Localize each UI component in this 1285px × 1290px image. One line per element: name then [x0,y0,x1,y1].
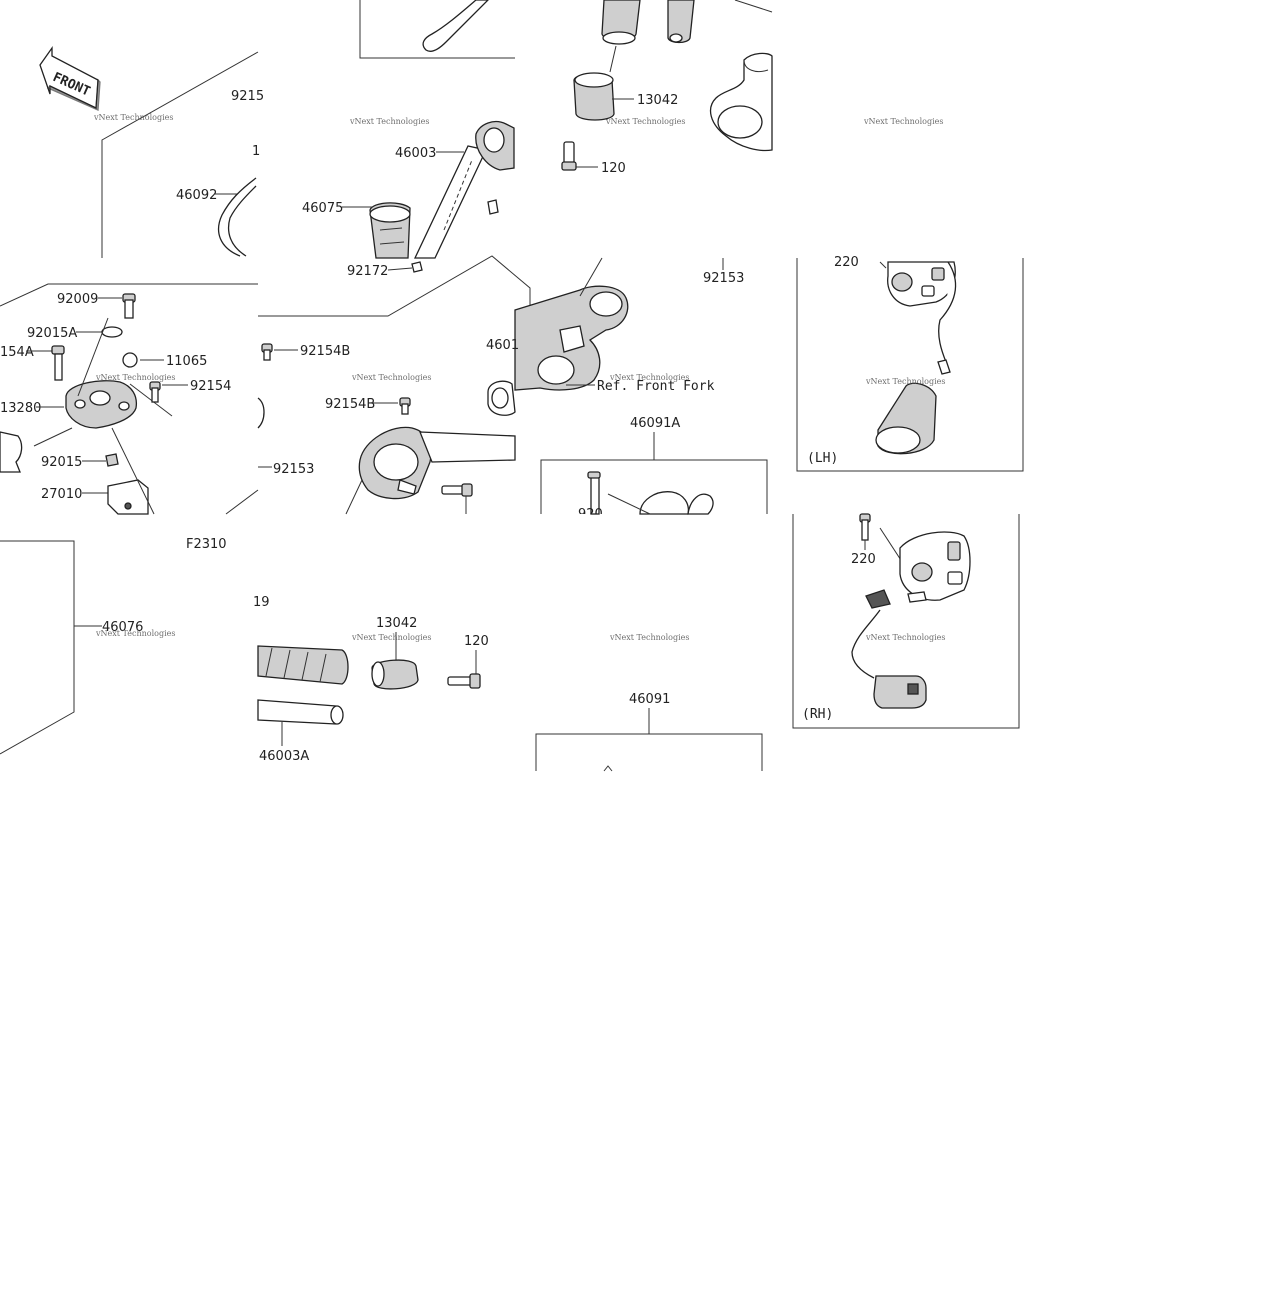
switch-housing-part [587,471,714,515]
watermark-text: vNext Technologies [865,633,945,642]
cap-11065 [122,352,138,368]
part-label-13280: 13280 [0,401,41,416]
part-label-46091A: 46091A [630,416,680,431]
tile-border [258,255,531,317]
lh-view-label: (LH) [807,451,838,466]
grip-rubber-part [257,645,349,685]
screw-120 [561,141,577,171]
part-label-154A: 154A [0,345,34,360]
bar-end-weight-13042 [371,659,419,690]
washer-92015A [101,326,123,338]
part-label-920: 920 [578,507,603,522]
rh-connector-part [865,589,891,609]
watermark-text: vNext Technologies [349,117,429,126]
switch-27010 [107,479,149,515]
fork-clamp-part [514,285,629,391]
watermark-text: vNext Technologies [93,113,173,122]
lever-part [422,0,489,52]
tile-border [796,258,1024,472]
clamp-holder-part [709,52,773,152]
part-label-220: 220 [834,255,859,270]
part-label-46091: 46091 [629,692,670,707]
grip-end-part [601,0,695,45]
part-label-46075: 46075 [302,201,343,216]
bar-end-weight-13042 [573,72,615,121]
watermark-text: vNext Technologies [605,117,685,126]
part-label-4601: 4601 [486,338,519,353]
part-label-92154: 92154 [190,379,231,394]
front-arrow-icon [39,45,101,111]
screw-92154B [261,343,273,361]
screw-220 [859,513,871,541]
watermark-text: vNext Technologies [351,633,431,642]
part-label-46003: 46003 [395,146,436,161]
part-label-92153: 92153 [703,271,744,286]
part-label-1: 1 [252,144,260,159]
part-label-92015: 92015 [41,455,82,470]
cable-part [938,261,957,363]
screw-92154 [149,381,161,403]
rh-switch-housing [899,531,971,601]
part-label-27010: 27010 [41,487,82,502]
part-label-220: 220 [851,552,876,567]
part-label-46003A: 46003A [259,749,309,764]
figure-code: F2310 [186,537,227,552]
part-label-46076: 46076 [102,620,143,635]
part-label-9215: 9215 [231,89,264,104]
bracket-part [0,431,23,473]
throttle-housing-part [358,426,516,500]
part-label-92153: 92153 [273,462,314,477]
part-label-92009: 92009 [57,292,98,307]
part-label-92172: 92172 [347,264,388,279]
part-label-92015A: 92015A [27,326,77,341]
part-label-13042: 13042 [376,616,417,631]
grip-46075 [369,202,411,259]
clamp-body-13280 [65,380,138,429]
tile-border [101,51,259,258]
watermark-text: vNext Technologies [609,373,689,382]
watermark-text: vNext Technologies [351,373,431,382]
screw-92154B [399,397,411,415]
tile-border [0,540,75,755]
handlebar-46003A [257,699,344,725]
screw-120 [447,673,481,689]
part-label-120: 120 [464,634,489,649]
part-label-92154B: 92154B [300,344,350,359]
bolt-154A [51,345,65,381]
watermark-text: vNext Technologies [95,629,175,638]
nut-92015 [105,453,119,467]
part-label-19: 19 [253,595,270,610]
lh-switch-housing [887,261,956,307]
watermark-text: vNext Technologies [865,377,945,386]
rh-plug-part [873,675,927,709]
part-label-11065: 11065 [166,354,207,369]
bolt-92009 [122,293,136,319]
part-label-46092: 46092 [176,188,217,203]
part-label-92154B: 92154B [325,397,375,412]
watermark-text: vNext Technologies [609,633,689,642]
cable-part [851,609,881,679]
bolt-part [441,483,473,497]
part-label-13042: 13042 [637,93,678,108]
tile-border [0,283,258,307]
tile-border [535,733,763,771]
tile-border [540,459,768,514]
rh-view-label: (RH) [802,707,833,722]
lh-connector-part [875,382,937,455]
tile-border [792,514,1020,729]
handlebar-46003 [413,120,515,259]
ref-note: Ref. Front Fork [597,379,715,394]
watermark-text: vNext Technologies [863,117,943,126]
watermark-text: vNext Technologies [95,373,175,382]
part-label-120: 120 [601,161,626,176]
tile-border [359,0,515,59]
